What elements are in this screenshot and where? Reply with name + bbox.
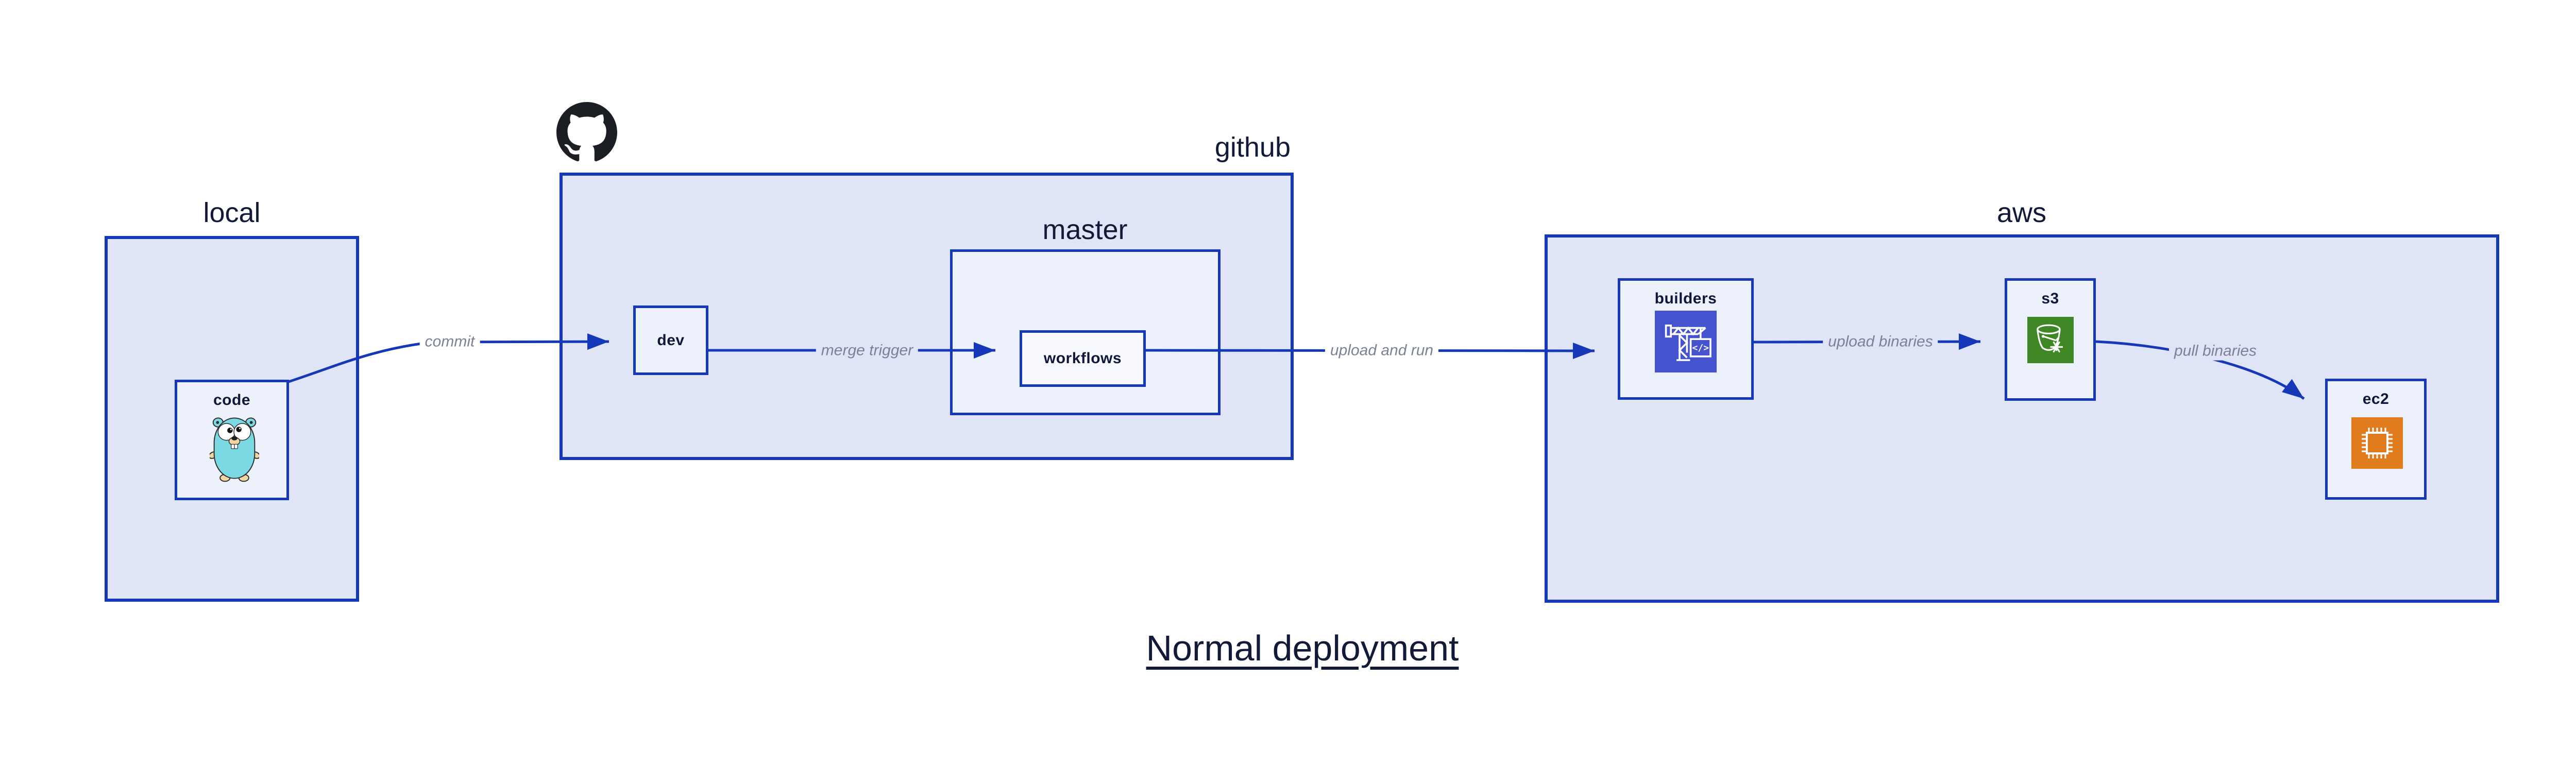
codebuild-code-glyph: </> xyxy=(1692,343,1709,353)
ec2-chip-icon xyxy=(2351,417,2403,469)
edge-label-upload-binaries: upload binaries xyxy=(1823,332,1938,351)
edge-label-merge-trigger: merge trigger xyxy=(816,341,919,360)
codebuild-crane-icon: </> xyxy=(1655,311,1717,372)
ec2-node-label: ec2 xyxy=(2362,390,2389,408)
ec2-node: ec2 xyxy=(2325,379,2427,500)
edge-label-commit: commit xyxy=(419,332,480,351)
diagram-title: Normal deployment xyxy=(1146,628,1459,668)
github-group-label: github xyxy=(1214,132,1291,163)
s3-glacier-bucket-icon xyxy=(2027,317,2074,363)
s3-node: s3 xyxy=(2005,278,2096,401)
dev-node-label: dev xyxy=(657,331,685,349)
code-node-label: code xyxy=(213,392,251,409)
github-logo-icon xyxy=(556,102,617,162)
go-gopher-icon xyxy=(210,417,259,482)
code-node: code xyxy=(175,380,289,500)
aws-group-label: aws xyxy=(1996,197,2047,228)
edge-label-pull-binaries: pull binaries xyxy=(2168,341,2262,361)
edge-label-upload-and-run: upload and run xyxy=(1325,341,1439,360)
builders-node-label: builders xyxy=(1654,290,1717,307)
s3-node-label: s3 xyxy=(2041,290,2059,307)
workflows-node-label: workflows xyxy=(1043,350,1122,367)
builders-node: builders </> xyxy=(1618,278,1754,400)
master-group-label: master xyxy=(1042,214,1128,245)
workflows-node: workflows xyxy=(1020,330,1146,387)
dev-node: dev xyxy=(633,305,708,375)
local-group-label: local xyxy=(203,197,261,228)
